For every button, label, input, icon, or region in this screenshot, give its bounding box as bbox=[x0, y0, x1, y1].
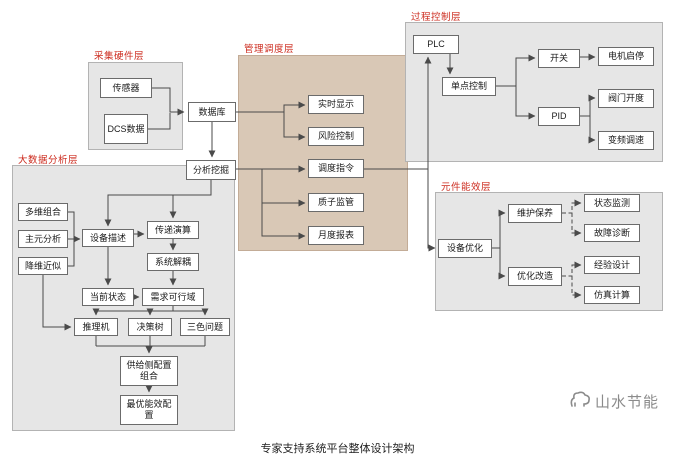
node-analysis-mining: 分析挖掘 bbox=[186, 160, 236, 180]
node-realtime-display: 实时显示 bbox=[308, 95, 364, 114]
node-transfer-calc: 传递演算 bbox=[147, 221, 199, 239]
node-quality-supervision: 质子监管 bbox=[308, 193, 364, 212]
node-condition-monitoring: 状态监测 bbox=[584, 194, 640, 212]
node-supply-side-config: 供给侧配置组合 bbox=[120, 356, 178, 386]
node-monthly-report: 月度报表 bbox=[308, 226, 364, 245]
node-three-color-problem: 三色问题 bbox=[180, 318, 230, 336]
layer-label-bigdata: 大数据分析层 bbox=[18, 155, 79, 166]
node-decision-tree: 决策树 bbox=[128, 318, 172, 336]
node-optimization-retrofit: 优化改造 bbox=[508, 267, 562, 286]
layer-management-box bbox=[238, 55, 408, 251]
node-multi-dim-combo: 多维组合 bbox=[18, 203, 68, 221]
node-switch: 开关 bbox=[538, 49, 580, 68]
node-demand-feasible-region: 需求可行域 bbox=[142, 288, 204, 306]
diagram-caption: 专家支持系统平台整体设计架构 bbox=[260, 443, 415, 455]
node-experience-design: 经验设计 bbox=[584, 256, 640, 274]
node-equipment-desc: 设备描述 bbox=[82, 229, 134, 247]
node-motor-startstop: 电机启停 bbox=[598, 47, 654, 66]
node-fault-diagnosis: 故障诊断 bbox=[584, 224, 640, 242]
node-risk-control: 风险控制 bbox=[308, 127, 364, 146]
node-sensor: 传感器 bbox=[100, 78, 152, 98]
layer-label-component: 元件能效层 bbox=[441, 182, 492, 193]
node-pca: 主元分析 bbox=[18, 230, 68, 248]
node-equipment-optimization: 设备优化 bbox=[438, 239, 492, 258]
node-valve-opening: 阀门开度 bbox=[598, 89, 654, 108]
node-dcs-data: DCS数据 bbox=[104, 114, 148, 144]
layer-label-management: 管理调度层 bbox=[244, 44, 295, 55]
node-pid: PID bbox=[538, 107, 580, 126]
node-inference-engine: 推理机 bbox=[74, 318, 118, 336]
node-simulation-calc: 仿真计算 bbox=[584, 286, 640, 304]
node-dispatch-command: 调度指令 bbox=[308, 159, 364, 178]
brand-watermark: 山水节能 bbox=[569, 390, 659, 413]
node-current-state: 当前状态 bbox=[82, 288, 134, 306]
node-plc: PLC bbox=[413, 35, 459, 54]
node-optimal-efficiency-config: 最优能效配置 bbox=[120, 395, 178, 425]
node-vfd-speed: 变频调速 bbox=[598, 131, 654, 150]
layer-label-hardware: 采集硬件层 bbox=[94, 51, 145, 62]
node-maintenance: 维护保养 bbox=[508, 204, 562, 223]
node-single-point-control: 单点控制 bbox=[442, 77, 496, 96]
brand-name: 山水节能 bbox=[594, 394, 659, 411]
brand-logo-icon bbox=[569, 390, 591, 413]
node-database: 数据库 bbox=[188, 102, 236, 122]
node-dim-reduction: 降维近似 bbox=[18, 257, 68, 275]
layer-label-process: 过程控制层 bbox=[411, 12, 462, 23]
node-system-decoupling: 系统解耦 bbox=[147, 253, 199, 271]
